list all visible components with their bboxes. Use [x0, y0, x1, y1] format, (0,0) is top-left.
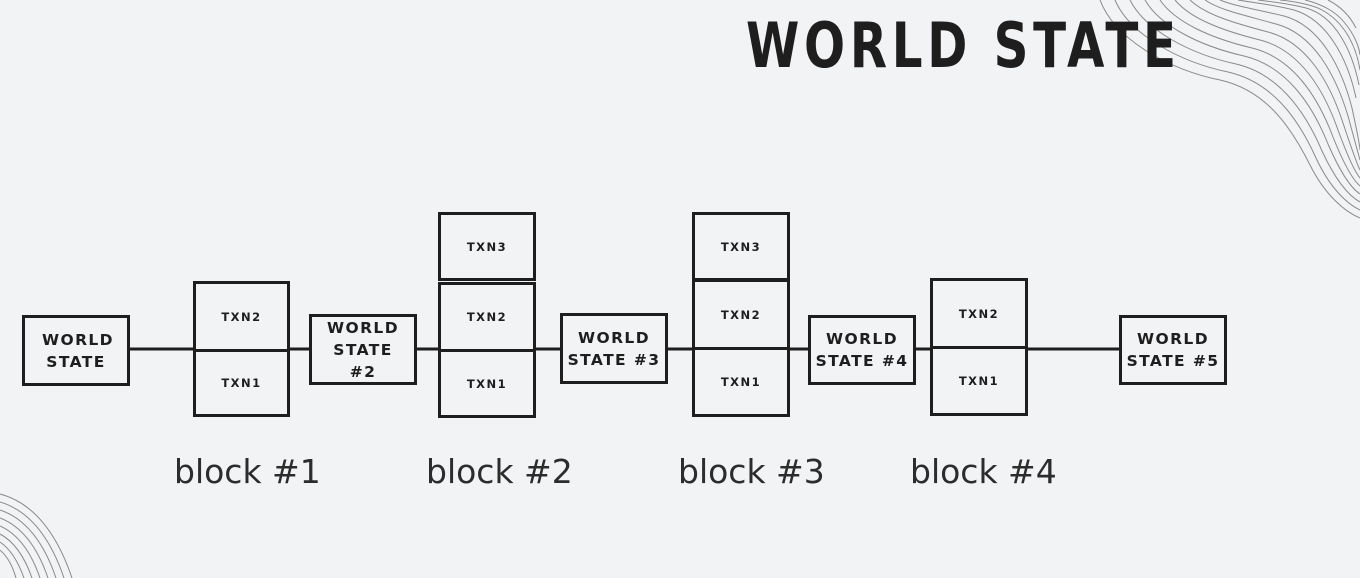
txn-label: TXN1 — [221, 376, 262, 390]
world-state-label: WORLD STATE #2 — [327, 318, 399, 381]
world-state-label: WORLD STATE #3 — [567, 328, 661, 369]
world-state-label: WORLD STATE #4 — [815, 330, 909, 370]
txn-label: TXN1 — [958, 374, 1000, 388]
txn-label: TXN1 — [466, 376, 508, 391]
page-title: WORLD STATE — [746, 9, 1181, 82]
block-2-txn1: TXN1 — [438, 349, 536, 418]
block-2-txn3: TXN3 — [438, 212, 536, 281]
block-3-txn3: TXN3 — [692, 212, 790, 281]
world-state-1: WORLD STATE — [22, 315, 130, 386]
txn-label: TXN1 — [720, 375, 762, 389]
txn-label: TXN3 — [720, 239, 762, 254]
world-state-4: WORLD STATE #4 — [808, 315, 916, 385]
block-3-txn1: TXN1 — [692, 347, 790, 417]
block-label-1: block #1 — [174, 452, 321, 491]
block-1-txn1: TXN1 — [193, 349, 290, 417]
block-3-txn2: TXN2 — [692, 279, 790, 350]
txn-label: TXN2 — [720, 307, 762, 322]
block-label-4: block #4 — [910, 452, 1057, 491]
world-state-label: WORLD STATE — [42, 330, 114, 371]
block-label-3: block #3 — [678, 452, 825, 491]
block-1-txn2: TXN2 — [193, 281, 290, 352]
block-4-txn1: TXN1 — [930, 346, 1028, 416]
world-state-label: WORLD STATE #5 — [1126, 330, 1220, 370]
txn-label: TXN2 — [466, 310, 508, 324]
block-label-2: block #2 — [426, 452, 573, 491]
txn-label: TXN3 — [466, 239, 508, 254]
world-state-5: WORLD STATE #5 — [1119, 315, 1227, 385]
block-4-txn2: TXN2 — [930, 278, 1028, 349]
world-state-3: WORLD STATE #3 — [560, 313, 668, 384]
block-2-txn2: TXN2 — [438, 282, 536, 352]
txn-label: TXN2 — [221, 309, 262, 324]
world-state-2: WORLD STATE #2 — [309, 314, 417, 385]
txn-label: TXN2 — [958, 306, 1000, 321]
